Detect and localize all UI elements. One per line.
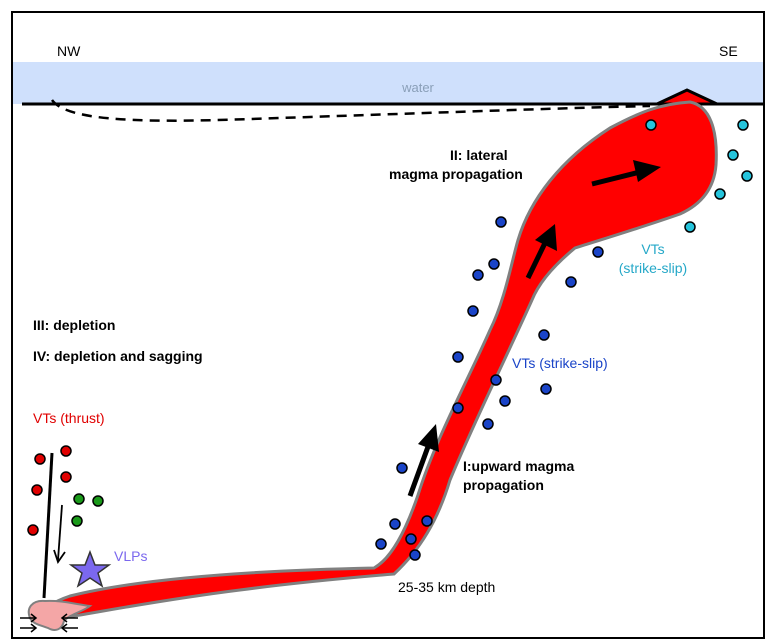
vlp-star-icon — [68, 549, 112, 588]
vt-strike-slip-shallow-dot — [645, 119, 657, 131]
vt-strike-slip-dot — [488, 258, 500, 270]
stage-lateral-line2: magma propagation — [389, 166, 523, 182]
vts-strike-slip-label: VTs (strike-slip) — [512, 355, 608, 371]
vts-strike-slip-shallow-line2: (strike-slip) — [619, 260, 687, 276]
stage-depletion: III: depletion — [33, 317, 115, 333]
water-layer — [13, 62, 763, 104]
vts-strike-slip-shallow-line1: VTs — [641, 241, 664, 257]
vts-thrust-label: VTs (thrust) — [33, 410, 105, 426]
vt-strike-slip-dot — [452, 351, 464, 363]
vt-thrust-dot — [60, 471, 72, 483]
thrust-fault-line — [42, 452, 54, 599]
vt-strike-slip-shallow-dot — [741, 170, 753, 182]
nw-label: NW — [57, 43, 81, 59]
flow-arrows — [407, 160, 661, 497]
vt-thrust-dot — [60, 445, 72, 457]
vt-strike-slip-dot — [540, 383, 552, 395]
vt-strike-slip-dot — [409, 549, 421, 561]
vt-strike-slip-dot — [396, 462, 408, 474]
vt-strike-slip-dot — [467, 305, 479, 317]
vt-green-dot — [73, 493, 85, 505]
vt-strike-slip-dot — [482, 418, 494, 430]
lateral-flow-arrowhead-2 — [633, 160, 661, 182]
upward-flow-arrow — [407, 443, 432, 497]
stage-upward-line1: I:upward magma — [463, 458, 574, 474]
se-label: SE — [719, 43, 738, 59]
vlp-label: VLPs — [114, 548, 147, 564]
vt-strike-slip-dot — [375, 538, 387, 550]
vt-strike-slip-dot — [495, 216, 507, 228]
magma-root — [27, 599, 93, 631]
vt-strike-slip-dot — [538, 329, 550, 341]
upward-flow-arrowhead — [418, 424, 439, 452]
vt-strike-slip-dot — [421, 515, 433, 527]
vt-strike-slip-dot — [592, 246, 604, 258]
stage-lateral-line1: II: lateral — [450, 147, 508, 163]
vt-strike-slip-shallow-dot — [714, 188, 726, 200]
vt-strike-slip-dot — [472, 269, 484, 281]
vt-thrust-dot — [31, 484, 43, 496]
sagging-dashed-line — [50, 99, 651, 122]
lateral-flow-arrowhead-1 — [535, 224, 557, 251]
diagram-frame — [11, 11, 765, 639]
lateral-flow-arrow-1 — [525, 241, 548, 280]
lateral-flow-arrow-2 — [591, 169, 641, 187]
vt-green-dot — [92, 495, 104, 507]
vt-strike-slip-dot — [452, 402, 464, 414]
vt-green-dot — [71, 515, 83, 527]
vt-thrust-dot — [34, 453, 46, 465]
vt-strike-slip-dot — [499, 395, 511, 407]
compression-arrows — [20, 613, 78, 633]
vt-strike-slip-shallow-dot — [737, 119, 749, 131]
fault-slip-arrowhead — [53, 549, 66, 564]
vt-strike-slip-shallow-dot — [727, 149, 739, 161]
earthquake-dots — [27, 119, 753, 561]
water-label: water — [401, 80, 434, 95]
vt-strike-slip-dot — [405, 533, 417, 545]
vt-thrust-dot — [27, 524, 39, 536]
vt-strike-slip-dot — [565, 276, 577, 288]
fault-slip-arrow — [57, 504, 63, 561]
stage-sagging: IV: depletion and sagging — [33, 348, 203, 364]
vt-strike-slip-dot — [389, 518, 401, 530]
vt-strike-slip-dot — [490, 374, 502, 386]
vt-strike-slip-shallow-dot — [684, 221, 696, 233]
stage-upward-line2: propagation — [463, 477, 544, 493]
depth-label: 25-35 km depth — [398, 579, 495, 595]
